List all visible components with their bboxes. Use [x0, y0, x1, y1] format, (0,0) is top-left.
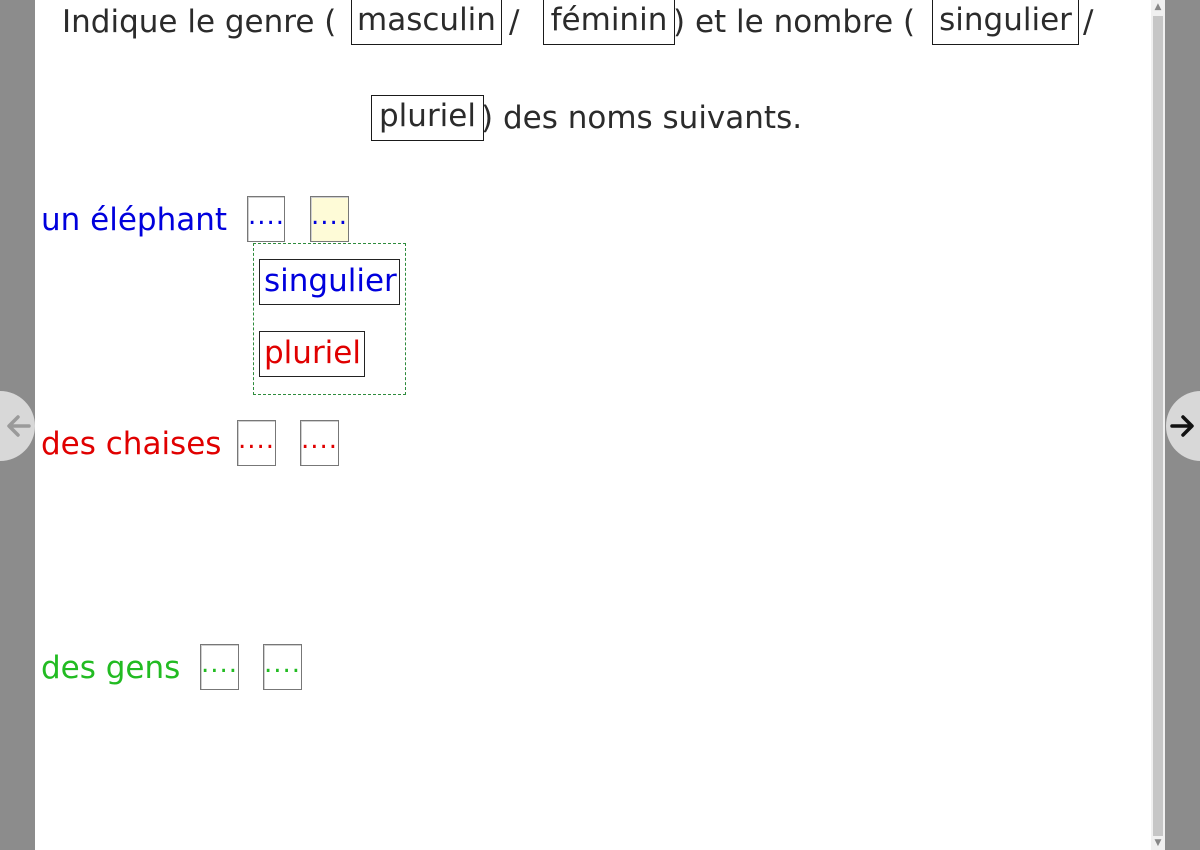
instruction-separator-1: / [509, 4, 520, 40]
noun-des-chaises: des chaises [41, 426, 222, 462]
scrollbar-thumb[interactable] [1153, 16, 1163, 836]
keyword-singulier: singulier [932, 0, 1079, 45]
next-page-button[interactable] [1166, 391, 1200, 461]
option-singulier[interactable]: singulier [259, 259, 400, 305]
arrow-right-icon [1170, 415, 1194, 437]
gender-slot-gens[interactable]: .... [200, 644, 239, 690]
noun-des-gens: des gens [41, 650, 181, 686]
previous-page-button[interactable] [0, 391, 35, 461]
instruction-text-2: ) et le nombre ( [673, 4, 916, 40]
number-options-dropdown: singulier pluriel [253, 243, 406, 395]
scroll-up-arrow-icon[interactable]: ▲ [1154, 2, 1162, 12]
number-slot-chaises[interactable]: .... [300, 420, 339, 466]
keyword-masculin: masculin [351, 0, 502, 45]
gender-slot-chaises[interactable]: .... [237, 420, 276, 466]
number-slot-gens[interactable]: .... [263, 644, 302, 690]
option-pluriel[interactable]: pluriel [259, 331, 365, 377]
arrow-left-icon [7, 415, 31, 437]
instruction-text-3: ) des noms suivants. [481, 100, 803, 136]
noun-un-elephant: un éléphant [41, 202, 228, 238]
instruction-text-1: Indique le genre ( [62, 4, 337, 40]
instruction-separator-2: / [1083, 4, 1094, 40]
keyword-pluriel: pluriel [371, 95, 484, 141]
exercise-page: Indique le genre ( masculin / féminin ) … [35, 0, 1151, 850]
gender-slot-elephant[interactable]: .... [247, 196, 285, 242]
number-slot-elephant[interactable]: .... [310, 196, 349, 242]
scroll-down-arrow-icon[interactable]: ▼ [1154, 838, 1162, 848]
vertical-scrollbar[interactable]: ▲ ▼ [1151, 0, 1165, 850]
keyword-feminin: féminin [543, 0, 675, 45]
